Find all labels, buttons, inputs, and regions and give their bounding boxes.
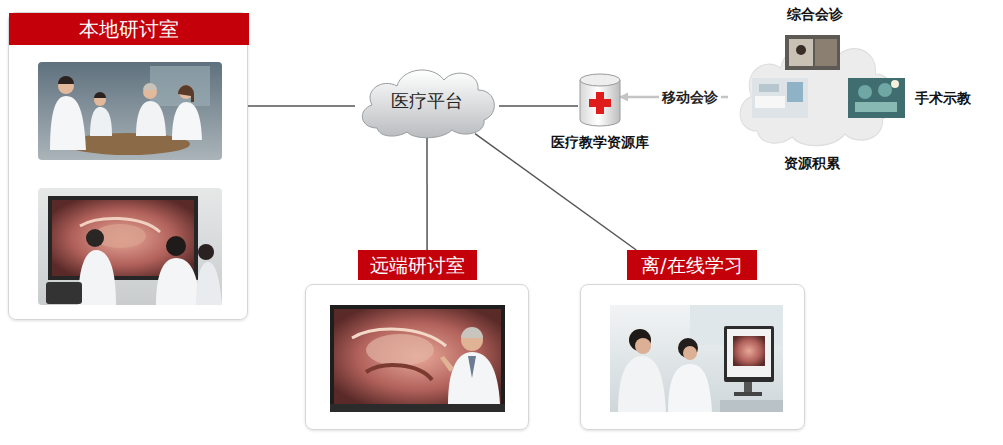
text-holder: 手术示教 [915,88,991,108]
decor [440,356,454,372]
decor [448,352,500,404]
decor [305,284,529,430]
decor [196,262,222,305]
decor [580,80,620,126]
decor [848,78,905,118]
database-node: 医疗教学资源库 [540,72,660,150]
decor [468,356,476,378]
resource-label: 综合会诊 [787,6,843,22]
section-header: 远端研讨室 [370,254,465,276]
text-holder: 医疗平台 [352,89,502,113]
link-line [426,138,428,250]
decor [46,282,82,304]
platform-cloud: 医疗平台 [352,58,502,142]
decor [733,336,765,366]
decor [143,83,157,90]
decor [58,76,74,84]
learning-photo [610,305,783,412]
decor [366,365,432,380]
decor [172,102,202,140]
decor [461,327,483,338]
text-holder: 资源积累 [762,153,862,173]
resource-label: 资源积累 [784,155,840,171]
decor [683,346,697,360]
remote-photo [330,305,505,412]
resource-label: 手术示教 [915,90,971,106]
decor [50,96,86,150]
room-panel: 本地研讨室 [8,12,248,320]
decor [635,338,651,354]
decor [362,70,494,138]
link-line [475,134,636,250]
section-header: 离/在线学习 [641,254,742,276]
link-line [248,105,355,107]
decor [589,99,611,107]
meeting-photo [38,62,222,160]
database-label: 医疗教学资源库 [551,134,649,150]
decor [815,39,837,66]
decor [334,309,501,404]
decor [150,66,210,106]
decor [330,305,505,412]
edge-label-holder: 移动会诊 [640,87,740,107]
decor [610,305,783,412]
decor [891,80,899,88]
decor [618,356,666,412]
decor [759,84,779,92]
text-holder: 远端研讨室 [358,250,477,280]
decor [796,45,806,55]
edge-label: 移动会诊 [659,89,721,105]
decor [166,236,186,256]
decor [156,258,200,305]
decor [668,364,712,412]
decor [580,284,805,430]
decor [38,62,222,160]
decor [789,39,813,66]
decor [752,78,808,118]
decor [38,188,222,305]
decor [178,85,194,102]
learning-panel: 离/在线学习 [580,250,805,430]
resource-cloud: 综合会诊手术示教资源积累 [715,4,995,174]
text-holder: 本地研讨室 [9,13,249,45]
decor [720,400,783,412]
decor [785,35,840,70]
decor [366,334,434,366]
decor [787,82,803,102]
decor [755,96,785,108]
link-line [499,105,578,107]
decor [727,329,771,377]
decor [90,107,112,136]
decor [858,85,872,99]
decor [94,92,106,98]
decor [580,74,620,86]
decor [198,244,214,260]
text-holder: 医疗教学资源库 [540,132,660,152]
section-header: 本地研讨室 [79,17,179,41]
decor [86,229,104,247]
decor [744,382,752,392]
text-holder: 离/在线学习 [627,250,757,280]
decor [715,4,995,174]
decor [136,101,166,136]
decor [330,404,505,412]
room-panel: 远端研讨室 [305,250,529,430]
decor [578,72,622,128]
decor [734,392,762,396]
platform-label: 医疗平台 [391,90,463,111]
decor [878,83,892,97]
decor [78,250,116,305]
decor [724,326,774,382]
text-holder: 综合会诊 [765,4,865,24]
decor [855,102,897,112]
screen-photo [38,188,222,305]
decor [352,329,446,346]
